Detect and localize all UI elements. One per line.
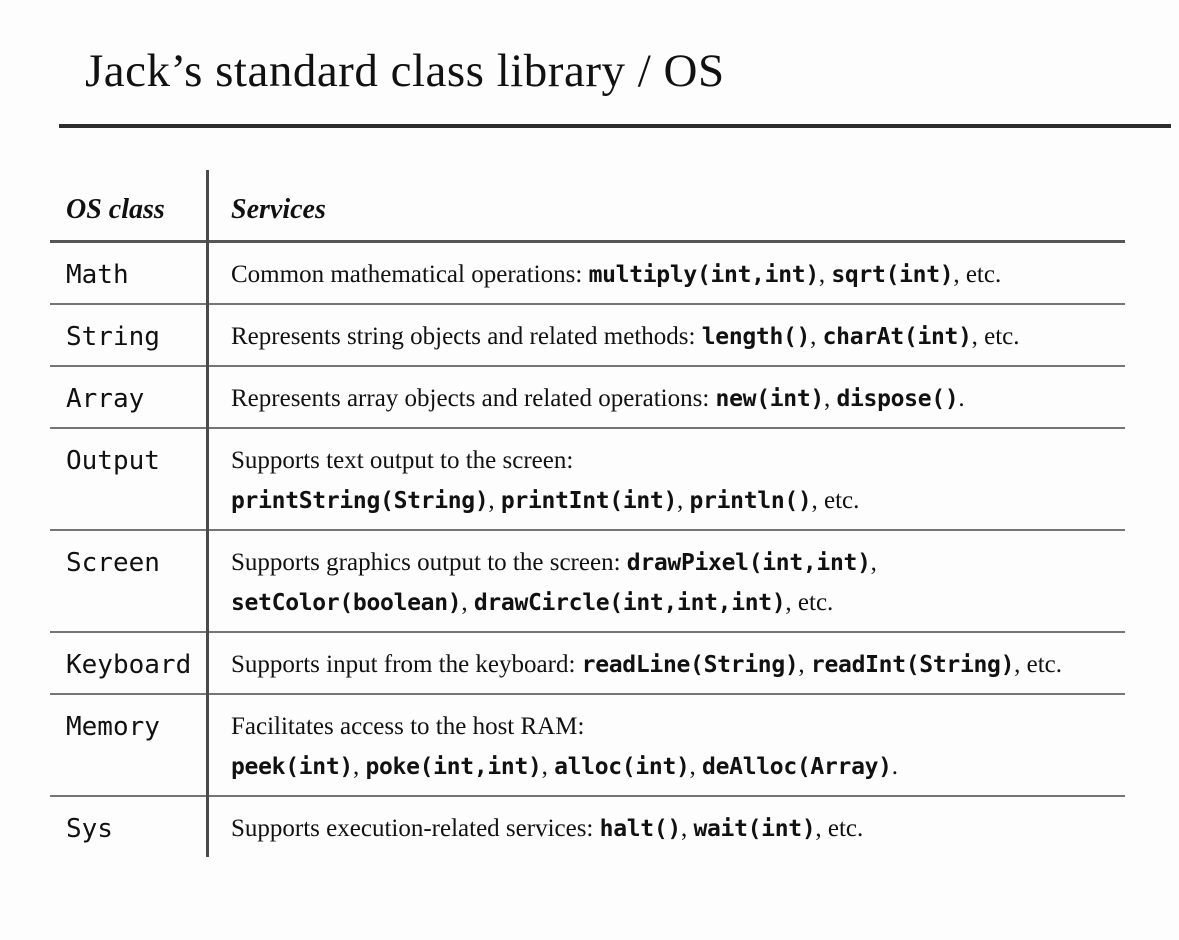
services-cell: Common mathematical operations: multiply… (209, 243, 1125, 303)
service-text: , (798, 651, 811, 678)
service-text: . (891, 753, 898, 780)
services-cell: Supports execution-related services: hal… (209, 797, 1125, 857)
code-snippet: alloc(int) (554, 754, 690, 780)
service-text: , etc. (815, 815, 864, 842)
os-class-cell: Screen (66, 548, 160, 578)
service-text: , etc. (971, 323, 1020, 350)
service-line: Represents array objects and related ope… (231, 379, 1119, 419)
service-text: , (810, 323, 823, 350)
os-class-cell: Math (66, 260, 129, 290)
title-underline-rule (59, 124, 1171, 128)
code-snippet: drawPixel(int,int) (626, 550, 871, 576)
os-class-cell: Memory (66, 712, 160, 742)
service-text: , (677, 487, 690, 514)
column-divider-line (206, 170, 209, 857)
service-text: . (958, 385, 965, 412)
service-text: Facilitates access to the host RAM: (231, 713, 585, 740)
code-snippet: drawCircle(int,int,int) (473, 590, 786, 616)
table-row: Memory Facilitates access to the host RAM… (50, 693, 1125, 795)
os-class-cell: Array (66, 384, 145, 414)
table-row: Math Common mathematical operations: mult… (50, 240, 1125, 303)
service-text: , (823, 385, 837, 412)
table-row: Sys Supports execution-related services: … (50, 795, 1125, 857)
service-line: Facilitates access to the host RAM: (231, 707, 1119, 747)
service-line: peek(int), poke(int,int), alloc(int), de… (231, 747, 1119, 787)
service-line: Supports input from the keyboard: readLi… (231, 645, 1119, 685)
code-snippet: halt() (599, 816, 682, 842)
page-title: Jack’s standard class library / OS (85, 45, 725, 97)
code-snippet: readInt(String) (810, 652, 1015, 678)
service-line: printString(String), printInt(int), prin… (231, 481, 1119, 521)
services-cell: Supports input from the keyboard: readLi… (209, 633, 1125, 693)
os-class-cell: Output (66, 446, 160, 476)
code-snippet: dispose() (836, 386, 959, 412)
service-line: Supports text output to the screen: (231, 441, 1119, 481)
service-text: , (461, 589, 474, 616)
table-row: Keyboard Supports input from the keyboard… (50, 631, 1125, 693)
service-text: , (870, 549, 877, 576)
services-cell: Represents array objects and related ope… (209, 367, 1125, 427)
os-class-cell: String (66, 322, 160, 352)
code-snippet: poke(int,int) (365, 754, 542, 780)
code-snippet: sqrt(int) (831, 262, 954, 288)
service-line: Supports execution-related services: hal… (231, 809, 1119, 849)
service-text: Common mathematical operations: (231, 261, 589, 288)
service-text: , (689, 753, 703, 780)
service-text: Supports input from the keyboard: (231, 651, 582, 678)
service-text: , (818, 261, 832, 288)
table-row: Array Represents array objects and relate… (50, 365, 1125, 427)
service-line: Represents string objects and related me… (231, 317, 1119, 357)
service-text: , etc. (1014, 651, 1063, 678)
column-header-services: Services (231, 194, 326, 225)
service-line: setColor(boolean), drawCircle(int,int,in… (231, 583, 1119, 623)
code-snippet: multiply(int,int) (588, 262, 820, 288)
code-snippet: peek(int) (231, 754, 353, 780)
table-body: Math Common mathematical operations: mult… (50, 240, 1125, 857)
service-text: , etc. (785, 589, 834, 616)
services-cell: Supports text output to the screen: print… (209, 429, 1125, 529)
code-snippet: new(int) (715, 386, 825, 412)
service-text: , etc. (811, 487, 860, 514)
os-class-cell: Keyboard (66, 650, 192, 680)
os-class-table: OS class Services Math Common mathematica… (50, 170, 1125, 857)
table-row: Output Supports text output to the screen… (50, 427, 1125, 529)
code-snippet: deAlloc(Array) (702, 754, 892, 780)
code-snippet: length() (701, 324, 811, 350)
code-snippet: readLine(String) (581, 652, 799, 678)
service-text: , (488, 487, 501, 514)
services-cell: Facilitates access to the host RAM: peek(… (209, 695, 1125, 795)
column-header-os-class: OS class (66, 194, 165, 225)
service-text: , (541, 753, 555, 780)
code-snippet: charAt(int) (822, 324, 972, 350)
code-snippet: printString(String) (231, 488, 489, 514)
services-cell: Represents string objects and related me… (209, 305, 1125, 365)
table-header-row: OS class Services (50, 170, 1125, 240)
code-snippet: println() (689, 488, 812, 514)
services-cell: Supports graphics output to the screen: … (209, 531, 1125, 631)
os-class-cell: Sys (66, 814, 113, 844)
service-text: Supports graphics output to the screen: (231, 549, 627, 576)
service-line: Common mathematical operations: multiply… (231, 255, 1119, 295)
service-text: , (352, 753, 366, 780)
table-row: String Represents string objects and rela… (50, 303, 1125, 365)
code-snippet: setColor(boolean) (231, 590, 462, 616)
service-text: , (680, 815, 694, 842)
service-line: Supports graphics output to the screen: … (231, 543, 1119, 583)
service-text: Represents array objects and related ope… (231, 385, 716, 412)
service-text: , etc. (953, 261, 1002, 288)
service-text: Supports text output to the screen: (231, 447, 574, 474)
code-snippet: printInt(int) (500, 488, 678, 514)
table-row: Screen Supports graphics output to the sc… (50, 529, 1125, 631)
service-text: Represents string objects and related me… (231, 323, 702, 350)
code-snippet: wait(int) (693, 816, 816, 842)
service-text: Supports execution-related services: (231, 815, 600, 842)
